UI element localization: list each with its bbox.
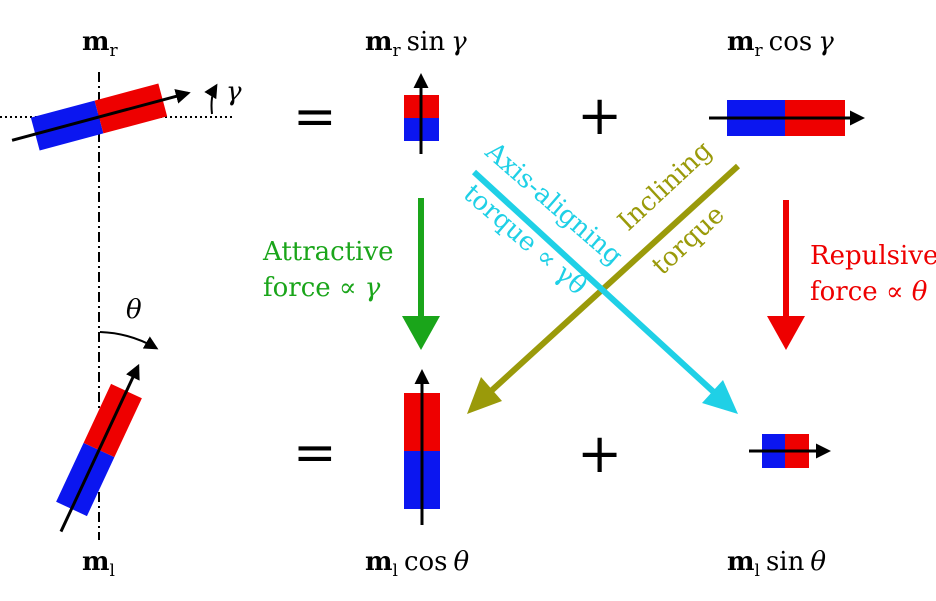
plus-sign-top: + (577, 84, 622, 147)
attractive-force-label-line2: force ∝ γ (263, 273, 381, 303)
m-r-label: mr (82, 27, 119, 61)
plus-sign-bottom: + (577, 422, 622, 485)
attractive-force-arrow (402, 198, 440, 350)
m-l-label: ml (82, 547, 115, 581)
repulsive-force-label-line1: Repulsive (810, 241, 936, 271)
inclining-torque-arrow (467, 163, 741, 414)
gamma-label: γ (226, 77, 242, 107)
attractive-force-label-line1: Attractive (262, 237, 394, 267)
magnet-m-r (11, 83, 191, 151)
gamma-angle-arc (204, 83, 218, 115)
magnet-m-l (56, 363, 142, 533)
equals-sign-bottom: = (293, 423, 337, 483)
magnet-m-r-sin (404, 73, 439, 154)
theta-angle-arc (99, 331, 159, 350)
magnet-m-l-cos (404, 369, 440, 525)
theta-label: θ (126, 295, 142, 325)
magnet-m-r-cos (709, 100, 865, 136)
magnet-m-l-sin (749, 434, 831, 468)
repulsive-force-arrow (767, 200, 805, 350)
moment-arrow (59, 363, 140, 533)
repulsive-force-label-line2: force ∝ θ (810, 277, 928, 307)
axis-aligning-torque-arrow (471, 169, 738, 414)
equals-sign-top: = (293, 87, 337, 147)
moment-arrow (11, 89, 191, 142)
